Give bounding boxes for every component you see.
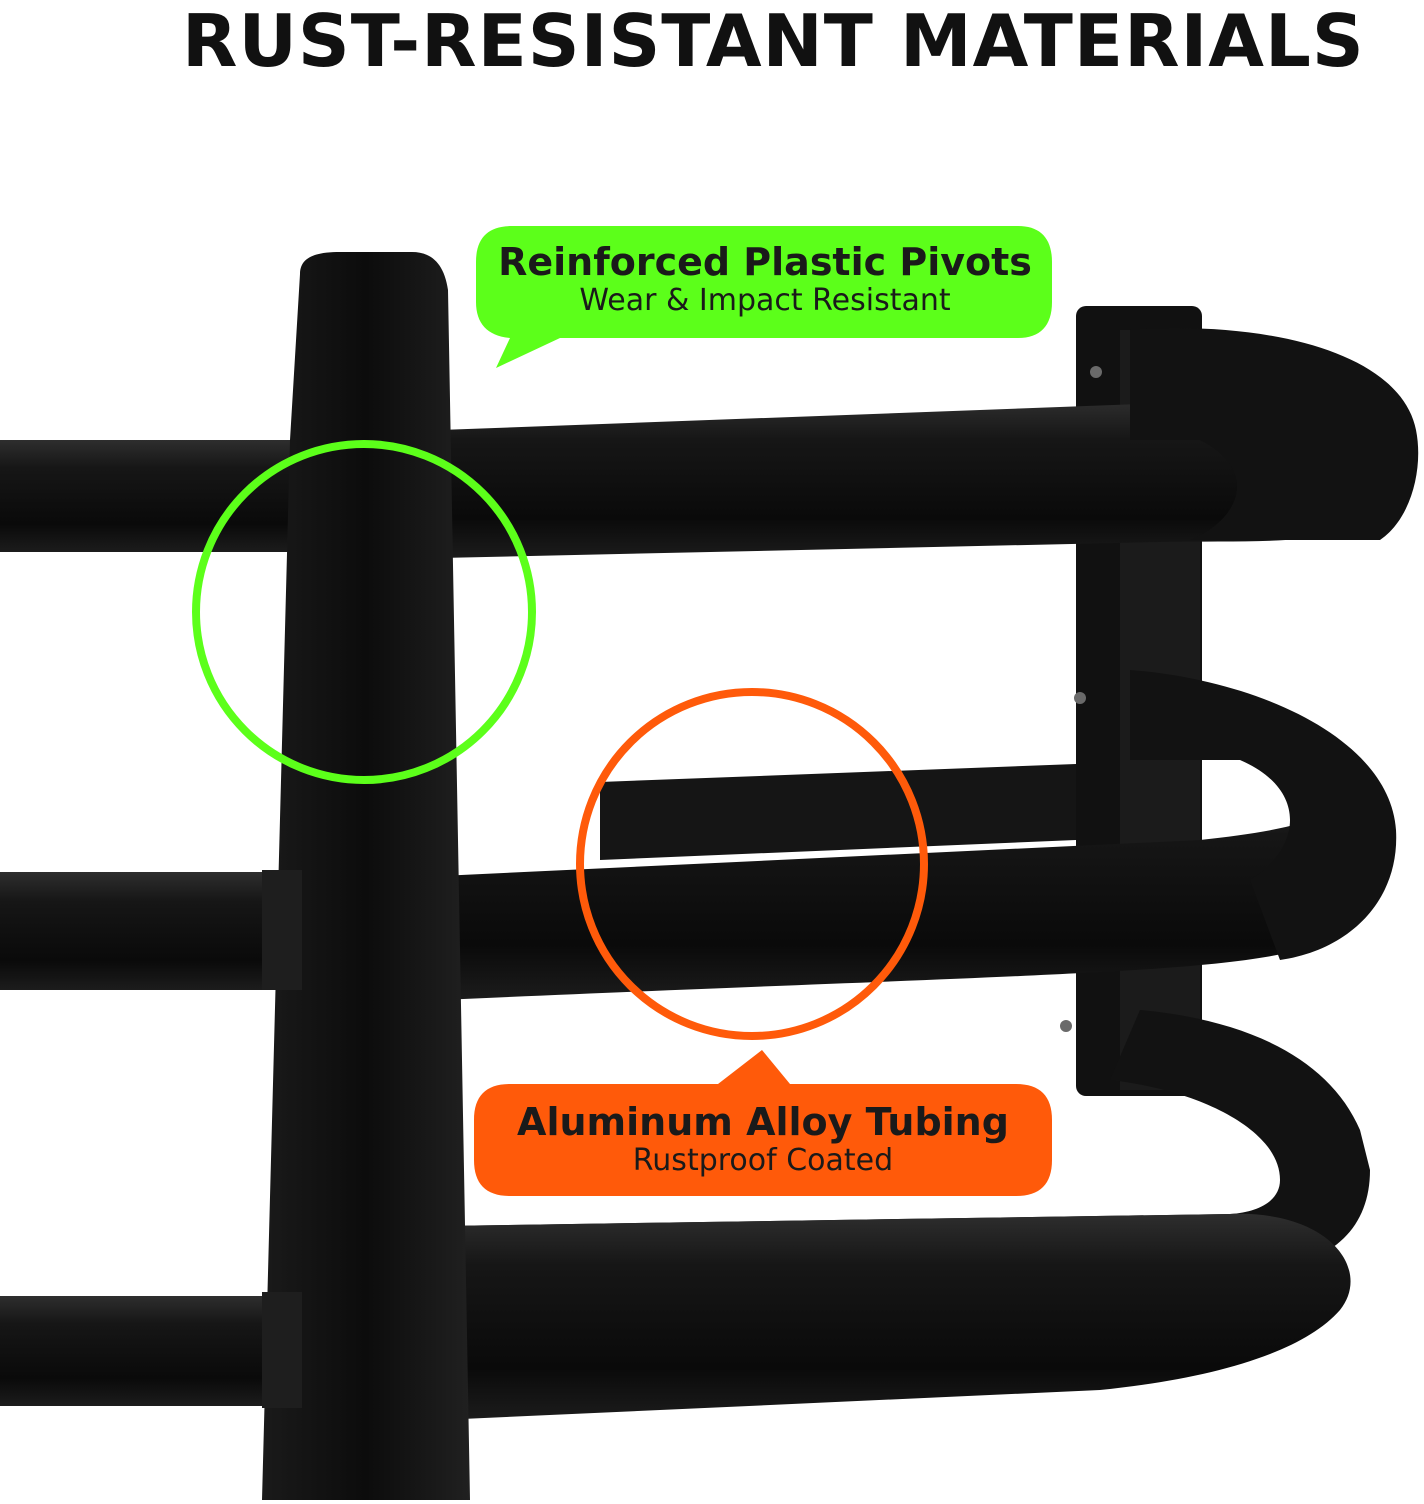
tubing-callout-subtitle: Rustproof Coated [632,1143,894,1178]
tubing-callout-title: Aluminum Alloy Tubing [517,1100,1009,1144]
top-rail [0,328,1419,558]
pivot-callout-title: Reinforced Plastic Pivots [498,240,1032,284]
bolt [1060,1020,1072,1032]
pivot-callout-text: Reinforced Plastic Pivots Wear & Impact … [476,240,1054,318]
bolt [1074,692,1086,704]
tubing-highlight-ring [576,688,928,1040]
pivot-highlight-ring [192,440,536,784]
headline: RUST-RESISTANT MATERIALS [182,0,1365,83]
pivot-callout [192,226,1052,784]
pivot-post [262,252,470,1500]
pivot-callout-subtitle: Wear & Impact Resistant [579,283,951,318]
bottom-rail [0,1010,1370,1420]
bolt [1090,366,1102,378]
middle-rail [0,670,1397,1000]
tubing-callout-text: Aluminum Alloy Tubing Rustproof Coated [474,1100,1052,1178]
pivot-callout-bubble [476,226,1052,368]
tubing-callout [474,688,1052,1196]
tubing-callout-bubble [474,1050,1052,1196]
